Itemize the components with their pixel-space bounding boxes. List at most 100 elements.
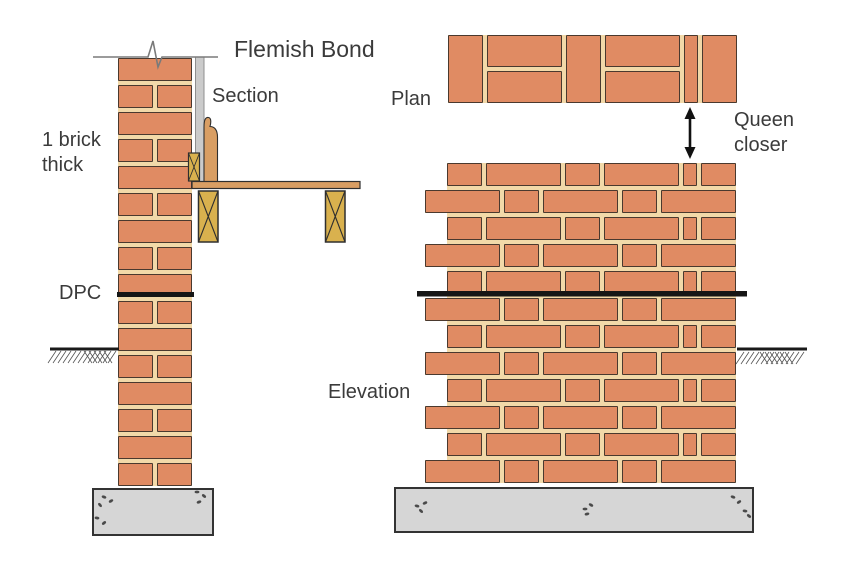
header-brick [622, 298, 657, 321]
queen-closer-brick [683, 433, 697, 456]
header-brick [447, 163, 482, 186]
header-brick [701, 379, 736, 402]
stretcher-brick [487, 71, 562, 103]
header-brick [565, 271, 600, 294]
section-joint-mortar [118, 431, 192, 436]
stretcher-brick [604, 163, 679, 186]
diagram-title: Flemish Bond [234, 36, 375, 62]
header-brick [622, 244, 657, 267]
elevation-joint-mortar [447, 239, 736, 244]
stretcher-brick [118, 301, 153, 324]
stretcher-brick [118, 463, 153, 486]
header-brick [118, 274, 192, 297]
header-brick [565, 433, 600, 456]
header-brick [565, 325, 600, 348]
header-brick [118, 382, 192, 405]
header-brick [504, 298, 539, 321]
stretcher-brick [157, 301, 192, 324]
stretcher-brick [543, 460, 618, 483]
section-joint-mortar [118, 188, 192, 193]
header-brick [118, 436, 192, 459]
section-joint-mortar [118, 134, 192, 139]
stretcher-brick [157, 139, 192, 162]
header-brick [448, 35, 483, 103]
section-joint-mortar [118, 215, 192, 220]
stretcher-brick [604, 217, 679, 240]
stretcher-brick [543, 298, 618, 321]
stretcher-brick [661, 460, 736, 483]
stretcher-brick [543, 352, 618, 375]
section-joint-mortar [118, 323, 192, 328]
section-label: Section [212, 85, 279, 107]
queen-closer-brick [683, 379, 697, 402]
stretcher-brick [661, 190, 736, 213]
stretcher-brick [425, 298, 500, 321]
header-brick [118, 220, 192, 243]
stretcher-brick [661, 352, 736, 375]
stretcher-brick [604, 433, 679, 456]
stretcher-brick [605, 35, 680, 67]
section-joint-mortar [118, 242, 192, 247]
section-joint-mortar [118, 161, 192, 166]
queen-closer-brick [683, 163, 697, 186]
stretcher-brick [486, 325, 561, 348]
elevation-joint-mortar [447, 266, 736, 271]
stretcher-brick [157, 463, 192, 486]
header-brick [118, 112, 192, 135]
stretcher-brick [487, 35, 562, 67]
elevation-joint-mortar [447, 347, 736, 352]
stretcher-brick [425, 190, 500, 213]
section-joint-mortar [118, 296, 192, 301]
stretcher-brick [543, 190, 618, 213]
stretcher-brick [425, 406, 500, 429]
queen-closer-brick [683, 271, 697, 294]
elevation-joint-mortar [447, 401, 736, 406]
header-brick [701, 325, 736, 348]
elevation-joint-mortar [447, 185, 736, 190]
elevation-joint-mortar [447, 374, 736, 379]
header-brick [118, 58, 192, 81]
stretcher-brick [118, 409, 153, 432]
stretcher-brick [604, 379, 679, 402]
header-brick [504, 460, 539, 483]
stretcher-brick [486, 271, 561, 294]
header-brick [447, 271, 482, 294]
stretcher-brick [486, 433, 561, 456]
queen-closer-label: Queen closer [734, 109, 795, 156]
stretcher-brick [425, 460, 500, 483]
stretcher-brick [118, 193, 153, 216]
stretcher-brick [157, 409, 192, 432]
queen-closer-brick [683, 217, 697, 240]
header-brick [566, 35, 601, 103]
header-brick [118, 328, 192, 351]
plan-label: Plan [391, 88, 432, 110]
header-brick [622, 460, 657, 483]
stretcher-brick [157, 355, 192, 378]
stretcher-brick [604, 271, 679, 294]
stretcher-brick [118, 355, 153, 378]
queen-closer-brick [684, 35, 698, 103]
header-brick [504, 352, 539, 375]
header-brick [701, 163, 736, 186]
stretcher-brick [661, 406, 736, 429]
section-joint-mortar [118, 80, 192, 85]
elevation-joint-mortar [447, 320, 736, 325]
header-brick [447, 217, 482, 240]
stretcher-brick [486, 163, 561, 186]
header-brick [622, 406, 657, 429]
header-brick [447, 433, 482, 456]
header-brick [565, 217, 600, 240]
header-brick [504, 190, 539, 213]
header-brick [622, 190, 657, 213]
header-brick [565, 379, 600, 402]
stretcher-brick [118, 85, 153, 108]
header-brick [622, 352, 657, 375]
header-brick [504, 406, 539, 429]
wall-thickness-label: 1 brick thick [42, 129, 101, 176]
section-joint-mortar [118, 458, 192, 463]
stretcher-brick [118, 139, 153, 162]
header-brick [504, 244, 539, 267]
stretcher-brick [425, 244, 500, 267]
section-joint-mortar [118, 404, 192, 409]
